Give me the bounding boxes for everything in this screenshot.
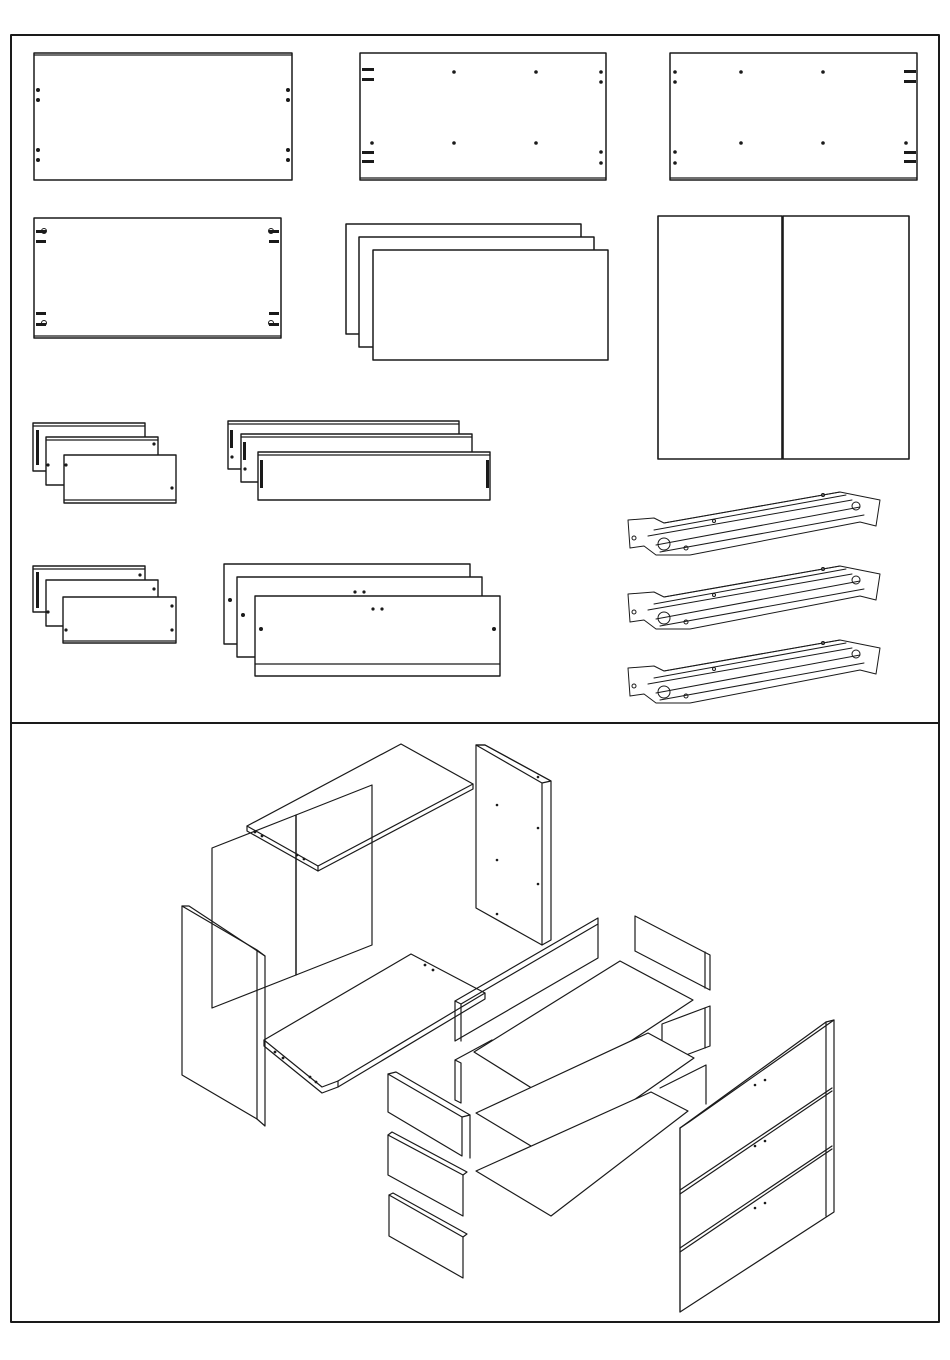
part-doors (658, 216, 909, 459)
part-shelf-stack (346, 224, 608, 360)
assembly-top-panel (247, 744, 473, 871)
assembly-drawer-fronts (680, 1020, 834, 1312)
part-drawer-sides-stack-a (33, 423, 176, 503)
part-drawer-slides (628, 492, 880, 703)
part-side-panel-right (670, 53, 917, 180)
assembly-drawer-bottoms (474, 961, 694, 1216)
part-side-panel-left (360, 53, 606, 180)
assembly-side-panel-left (182, 906, 265, 1126)
part-drawer-fronts-stack (224, 564, 500, 676)
assembly-back-panel (212, 785, 372, 1008)
exploded-assembly-view (182, 744, 834, 1312)
part-drawer-backs-stack-a (228, 421, 490, 500)
assembly-side-panel-right (476, 745, 551, 945)
part-drawer-sides-stack-b (33, 566, 176, 643)
drawer-slide (628, 566, 880, 629)
drawer-slide (628, 640, 880, 703)
drawer-slide (628, 492, 880, 555)
parts-inventory (33, 53, 917, 703)
part-top-panel (34, 53, 292, 180)
part-bottom-panel (34, 218, 281, 338)
